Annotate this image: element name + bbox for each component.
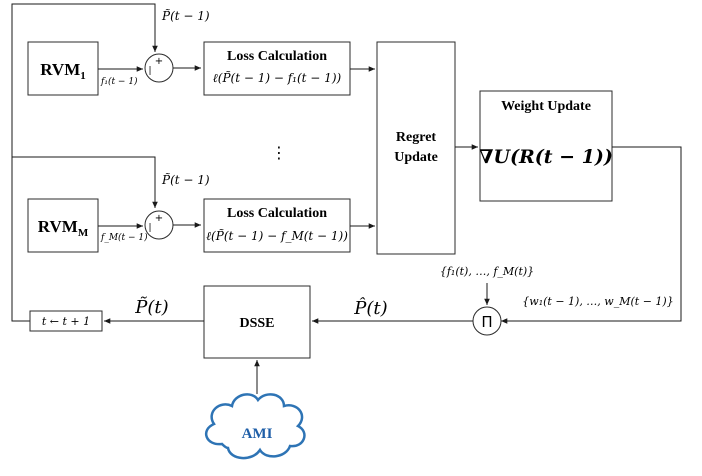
loss-m-formula: ℓ(P̃(t − 1) − f_M(t − 1))	[206, 228, 348, 243]
rvm-m-label: RVMM	[38, 217, 89, 239]
weights-to-pi-line	[501, 146, 682, 324]
time-update-block	[29, 310, 103, 332]
weight-update-block	[479, 90, 613, 202]
regret-update-line1: Regret	[396, 130, 436, 145]
ami-label: AMI	[242, 426, 273, 442]
sum-m-plus: +	[155, 213, 163, 224]
p-prev-mid-label: P̃(t − 1)	[161, 172, 210, 187]
time-update-label: t ← t + 1	[42, 315, 90, 328]
sum-1-plus: +	[155, 56, 163, 67]
weight-update-title: Weight Update	[501, 99, 591, 114]
rvm-1-block	[27, 41, 99, 96]
loss-calculation-m-block	[203, 198, 351, 253]
dsse-block	[203, 285, 311, 359]
regret-update-block	[376, 41, 456, 255]
loss-1-title: Loss Calculation	[227, 49, 327, 64]
f1-label: f₁(t − 1)	[100, 76, 138, 87]
p-hat-label: P̂(t)	[353, 297, 387, 319]
sum-m-minus: |	[148, 223, 151, 233]
p-tilde-label: P̃(t)	[134, 296, 168, 318]
loss-1-formula: ℓ(P̃(t − 1) − f₁(t − 1))	[213, 70, 342, 85]
weights-label: {w₁(t − 1), …, w_M(t − 1)}	[522, 295, 673, 308]
dsse-label: DSSE	[239, 316, 274, 331]
loss-calculation-1-block	[203, 41, 351, 96]
pi-symbol: Π	[481, 313, 492, 331]
weight-update-formula: ∇U(R(t − 1))	[479, 146, 613, 168]
sum-1-minus: |	[148, 66, 151, 76]
ami-cloud-icon	[204, 393, 306, 460]
ellipsis: ⋮	[271, 143, 287, 162]
rvm-1-label: RVM1	[40, 60, 86, 82]
forecasts-label: {f₁(t), …, f_M(t)}	[440, 265, 534, 278]
p-prev-top-label: P̃(t − 1)	[161, 8, 210, 23]
fm-label: f_M(t − 1)	[100, 232, 148, 243]
regret-update-line2: Update	[394, 150, 438, 165]
loss-m-title: Loss Calculation	[227, 206, 327, 221]
feedback-loop-lines	[11, 3, 158, 322]
